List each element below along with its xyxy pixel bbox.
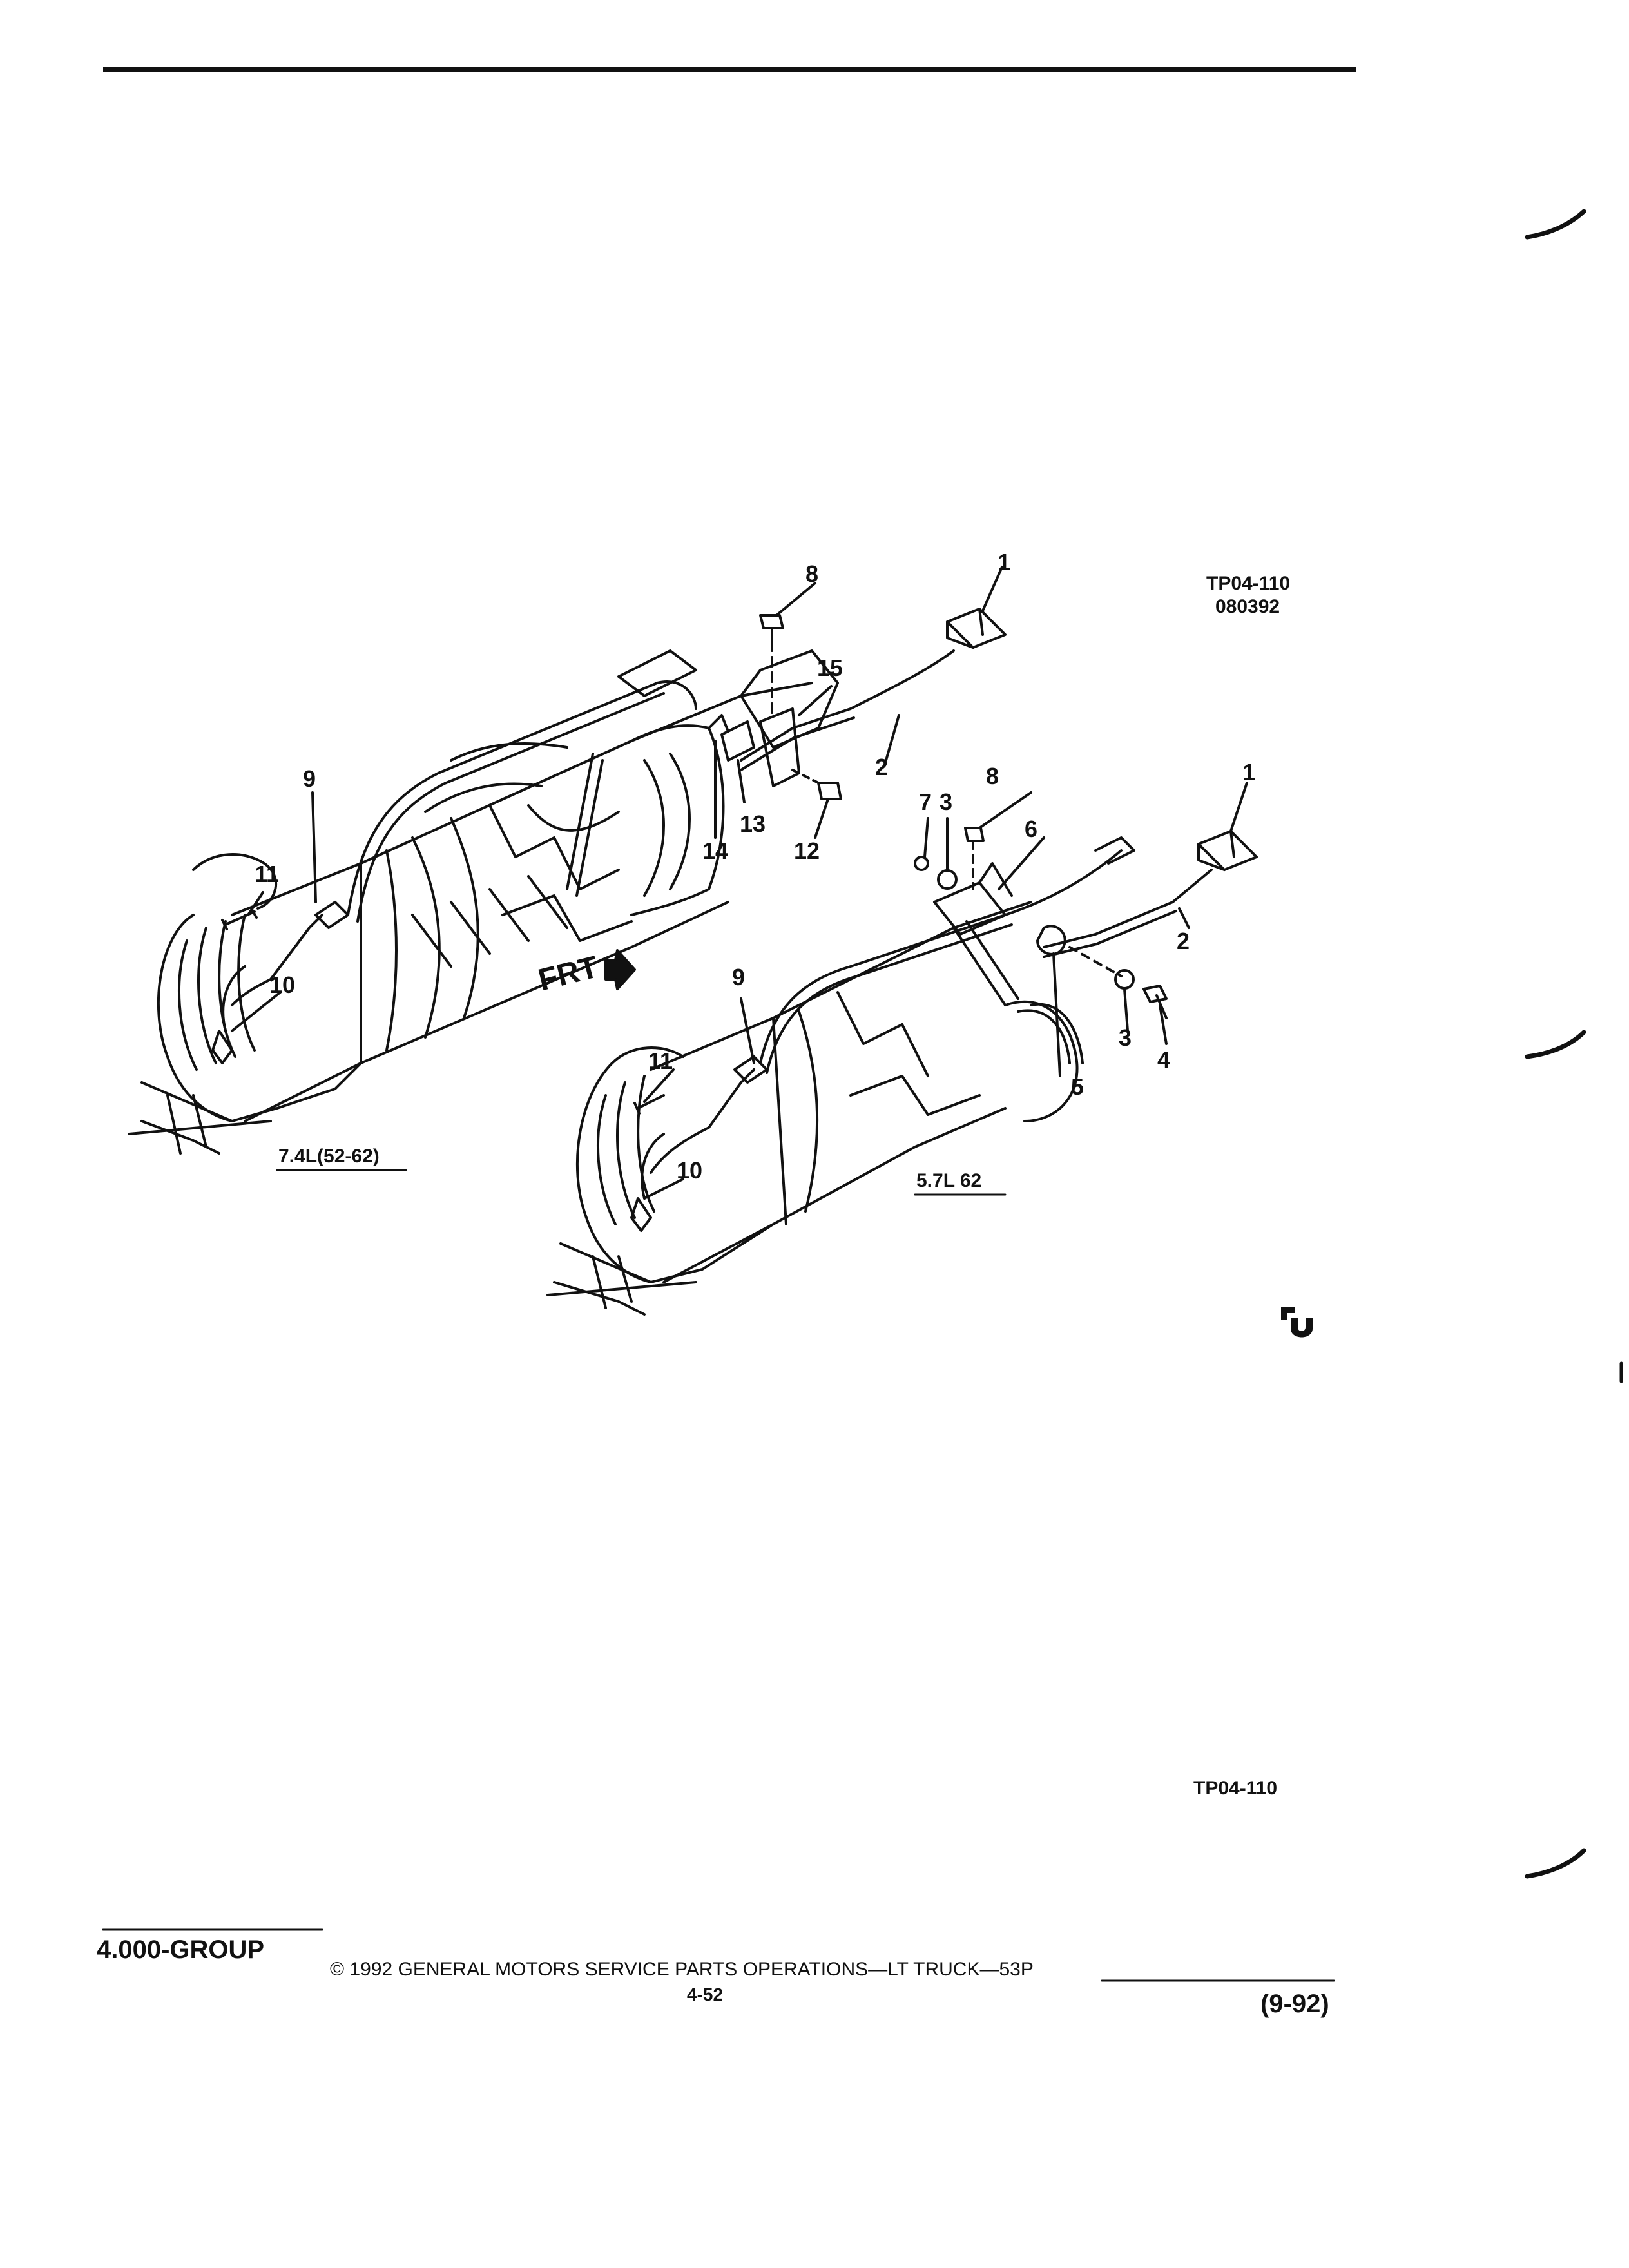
footer-page-number: 4-52 [687,1984,724,2004]
right-cable-end [1197,830,1258,871]
callout-left-11: 11 [255,861,280,887]
callout-right-11: 11 [648,1048,673,1074]
callout-right-2: 2 [1177,928,1190,954]
figure-id-bottom: TP04-110 [1193,1778,1278,1799]
figure-date: 080392 [1215,596,1280,617]
callout-right-7: 7 [919,789,932,815]
callout-left-15: 15 [817,655,843,681]
callout-left-9: 9 [303,765,316,792]
callout-right-10: 10 [677,1157,703,1184]
callout-left-8: 8 [805,561,819,587]
figure-id: TP04-110 [1206,573,1291,594]
left-cable-end [946,608,1007,649]
left-shift-cable [740,649,955,762]
left-engine-label: 7.4L(52-62) [278,1146,380,1167]
callout-left-2: 2 [875,754,889,780]
callout-left-12: 12 [794,838,820,864]
callout-right-3-lower: 3 [1119,1024,1132,1051]
right-shift-cable [1043,869,1213,948]
callout-left-1: 1 [998,549,1011,575]
callout-right-5: 5 [1071,1073,1084,1100]
callout-right-3-upper: 3 [940,789,953,815]
callout-left-10: 10 [269,972,296,998]
gm-logo-mark [1281,1307,1313,1338]
front-arrow [604,949,636,990]
callout-left-13: 13 [740,811,766,837]
header-rule [103,67,1356,72]
callout-right-9: 9 [732,964,746,990]
footer-date: (9-92) [1260,1990,1329,2018]
left-transmission-assembly [128,649,839,1155]
footer-copyright: © 1992 GENERAL MOTORS SERVICE PARTS OPER… [330,1959,1034,1980]
callout-right-4: 4 [1157,1046,1171,1073]
footer-group: 4.000-GROUP [97,1936,265,1964]
callout-right-1: 1 [1242,759,1256,785]
callout-right-8: 8 [986,763,999,789]
callout-right-6: 6 [1025,816,1038,842]
right-transmission-assembly [546,836,1135,1316]
callout-left-14: 14 [702,838,729,864]
right-engine-label: 5.7L 62 [916,1170,982,1191]
